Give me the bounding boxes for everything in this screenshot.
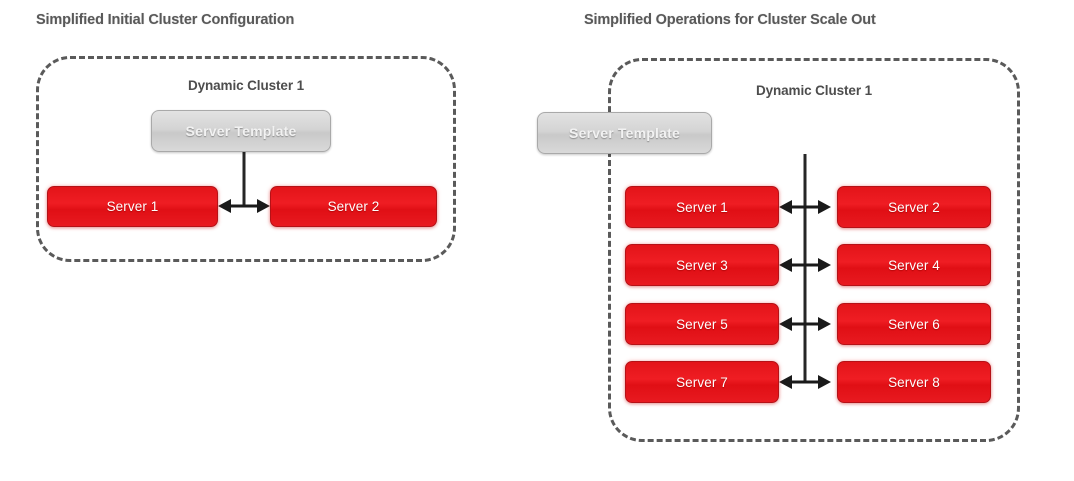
panel-title-scale-out: Simplified Operations for Cluster Scale …	[584, 12, 876, 28]
panel-initial-configuration: Simplified Initial Cluster Configuration…	[36, 12, 456, 262]
server-box-2[interactable]: Server 2	[270, 186, 437, 227]
server-box-2[interactable]: Server 2	[837, 186, 991, 228]
cluster-boundary-initial: Dynamic Cluster 1	[36, 56, 456, 262]
server-box-5[interactable]: Server 5	[625, 303, 779, 345]
server-box-3[interactable]: Server 3	[625, 244, 779, 286]
server-box-8[interactable]: Server 8	[837, 361, 991, 403]
server-box-4[interactable]: Server 4	[837, 244, 991, 286]
cluster-label-initial: Dynamic Cluster 1	[187, 78, 305, 93]
cluster-label-scale-out: Dynamic Cluster 1	[755, 83, 873, 98]
server-template-scale-out[interactable]: Server Template	[537, 112, 712, 154]
server-box-7[interactable]: Server 7	[625, 361, 779, 403]
server-box-6[interactable]: Server 6	[837, 303, 991, 345]
server-box-1[interactable]: Server 1	[625, 186, 779, 228]
panel-title-initial-configuration: Simplified Initial Cluster Configuration	[36, 12, 295, 28]
panel-scale-out: Simplified Operations for Cluster Scale …	[537, 0, 1074, 481]
server-box-1[interactable]: Server 1	[47, 186, 218, 227]
server-template-initial[interactable]: Server Template	[151, 110, 331, 152]
